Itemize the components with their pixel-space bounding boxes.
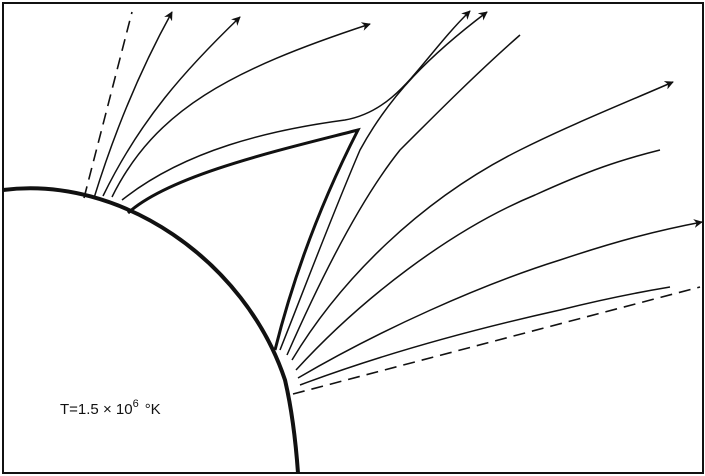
field-line-4 xyxy=(121,10,471,201)
solar-limb-arc xyxy=(2,186,300,474)
right-dashed-boundary xyxy=(292,286,701,395)
temperature-label: T=1.5 × 106°K xyxy=(60,398,161,418)
closed-loop-boundary xyxy=(126,127,361,351)
field-line-3 xyxy=(111,22,371,198)
field-line-7 xyxy=(291,81,674,361)
field-line-6 xyxy=(286,34,521,356)
field-line-8 xyxy=(295,149,661,371)
field-line-10 xyxy=(299,286,671,386)
field-line-1 xyxy=(93,11,173,199)
field-line-9 xyxy=(297,219,703,379)
field-line-2 xyxy=(102,16,241,197)
left-dashed-boundary xyxy=(83,11,133,199)
field-line-5 xyxy=(279,11,488,351)
